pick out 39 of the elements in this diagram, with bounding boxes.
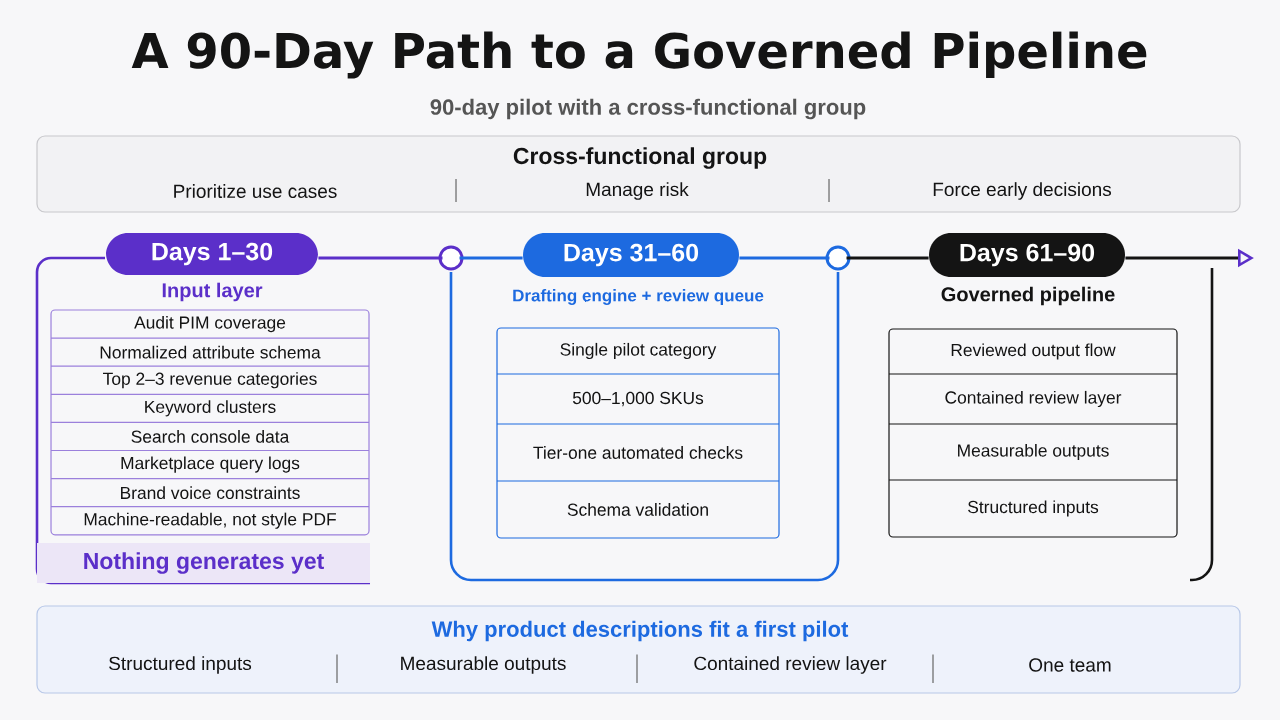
table-cell-text: Keyword clusters	[145, 400, 276, 417]
table-cell-text: Normalized attribute schema	[100, 345, 321, 359]
table-cell-text: Tier-one automated checks	[533, 446, 743, 459]
phase-pill: Days 31–60	[523, 233, 739, 277]
status-band: Nothing generates yet	[37, 543, 370, 583]
panel-heading: Cross-functional group	[513, 147, 767, 169]
table-cell-text: Audit PIM coverage	[134, 315, 286, 333]
panel-item: Force early decisions	[933, 182, 1112, 200]
timeline-line	[318, 256, 443, 260]
phase-pill: Days 1–30	[106, 233, 318, 275]
panel-subheading: Governed pipeline	[941, 286, 1115, 306]
table-cell-text: Structured inputs	[968, 500, 1099, 517]
timeline-line	[846, 256, 929, 260]
panel-item: Manage risk	[586, 182, 689, 200]
panel-item: One team	[1029, 658, 1111, 672]
panel-item: Structured inputs	[109, 656, 252, 674]
panel-heading: Why product descriptions fit a first pilot	[431, 620, 849, 642]
milestone-circle	[825, 245, 851, 271]
table-cell-text: Brand voice constraints	[121, 486, 300, 500]
panel-item: Measurable outputs	[401, 656, 566, 674]
table-cell-text: Reviewed output flow	[951, 343, 1116, 360]
title: A 90-Day Path to a Governed Pipeline	[131, 31, 1147, 79]
panel-item: Contained review layer	[694, 656, 887, 674]
table-cell-text: Measurable outputs	[958, 443, 1109, 461]
table-cell-text: Contained review layer	[945, 390, 1122, 408]
panel-item: Prioritize use cases	[174, 184, 337, 198]
panel-subheading: Drafting engine + review queue	[513, 289, 764, 305]
phase-pill: Days 61–90	[929, 233, 1125, 277]
table-cell-text: 500–1,000 SKUs	[572, 391, 704, 407]
table-cell-text: Marketplace query logs	[121, 456, 300, 473]
milestone-circle	[438, 245, 464, 271]
timeline-line	[739, 256, 830, 260]
table-cell-text: Top 2–3 revenue categories	[103, 372, 317, 389]
table-cell-text: Schema validation	[567, 503, 708, 516]
table-cell-text: Single pilot category	[560, 342, 717, 360]
table-cell-text: Search console data	[131, 430, 290, 443]
timeline-line	[459, 256, 523, 260]
table-cell-text: Machine-readable, not style PDF	[84, 512, 336, 529]
panel-subheading: Input layer	[162, 282, 263, 302]
